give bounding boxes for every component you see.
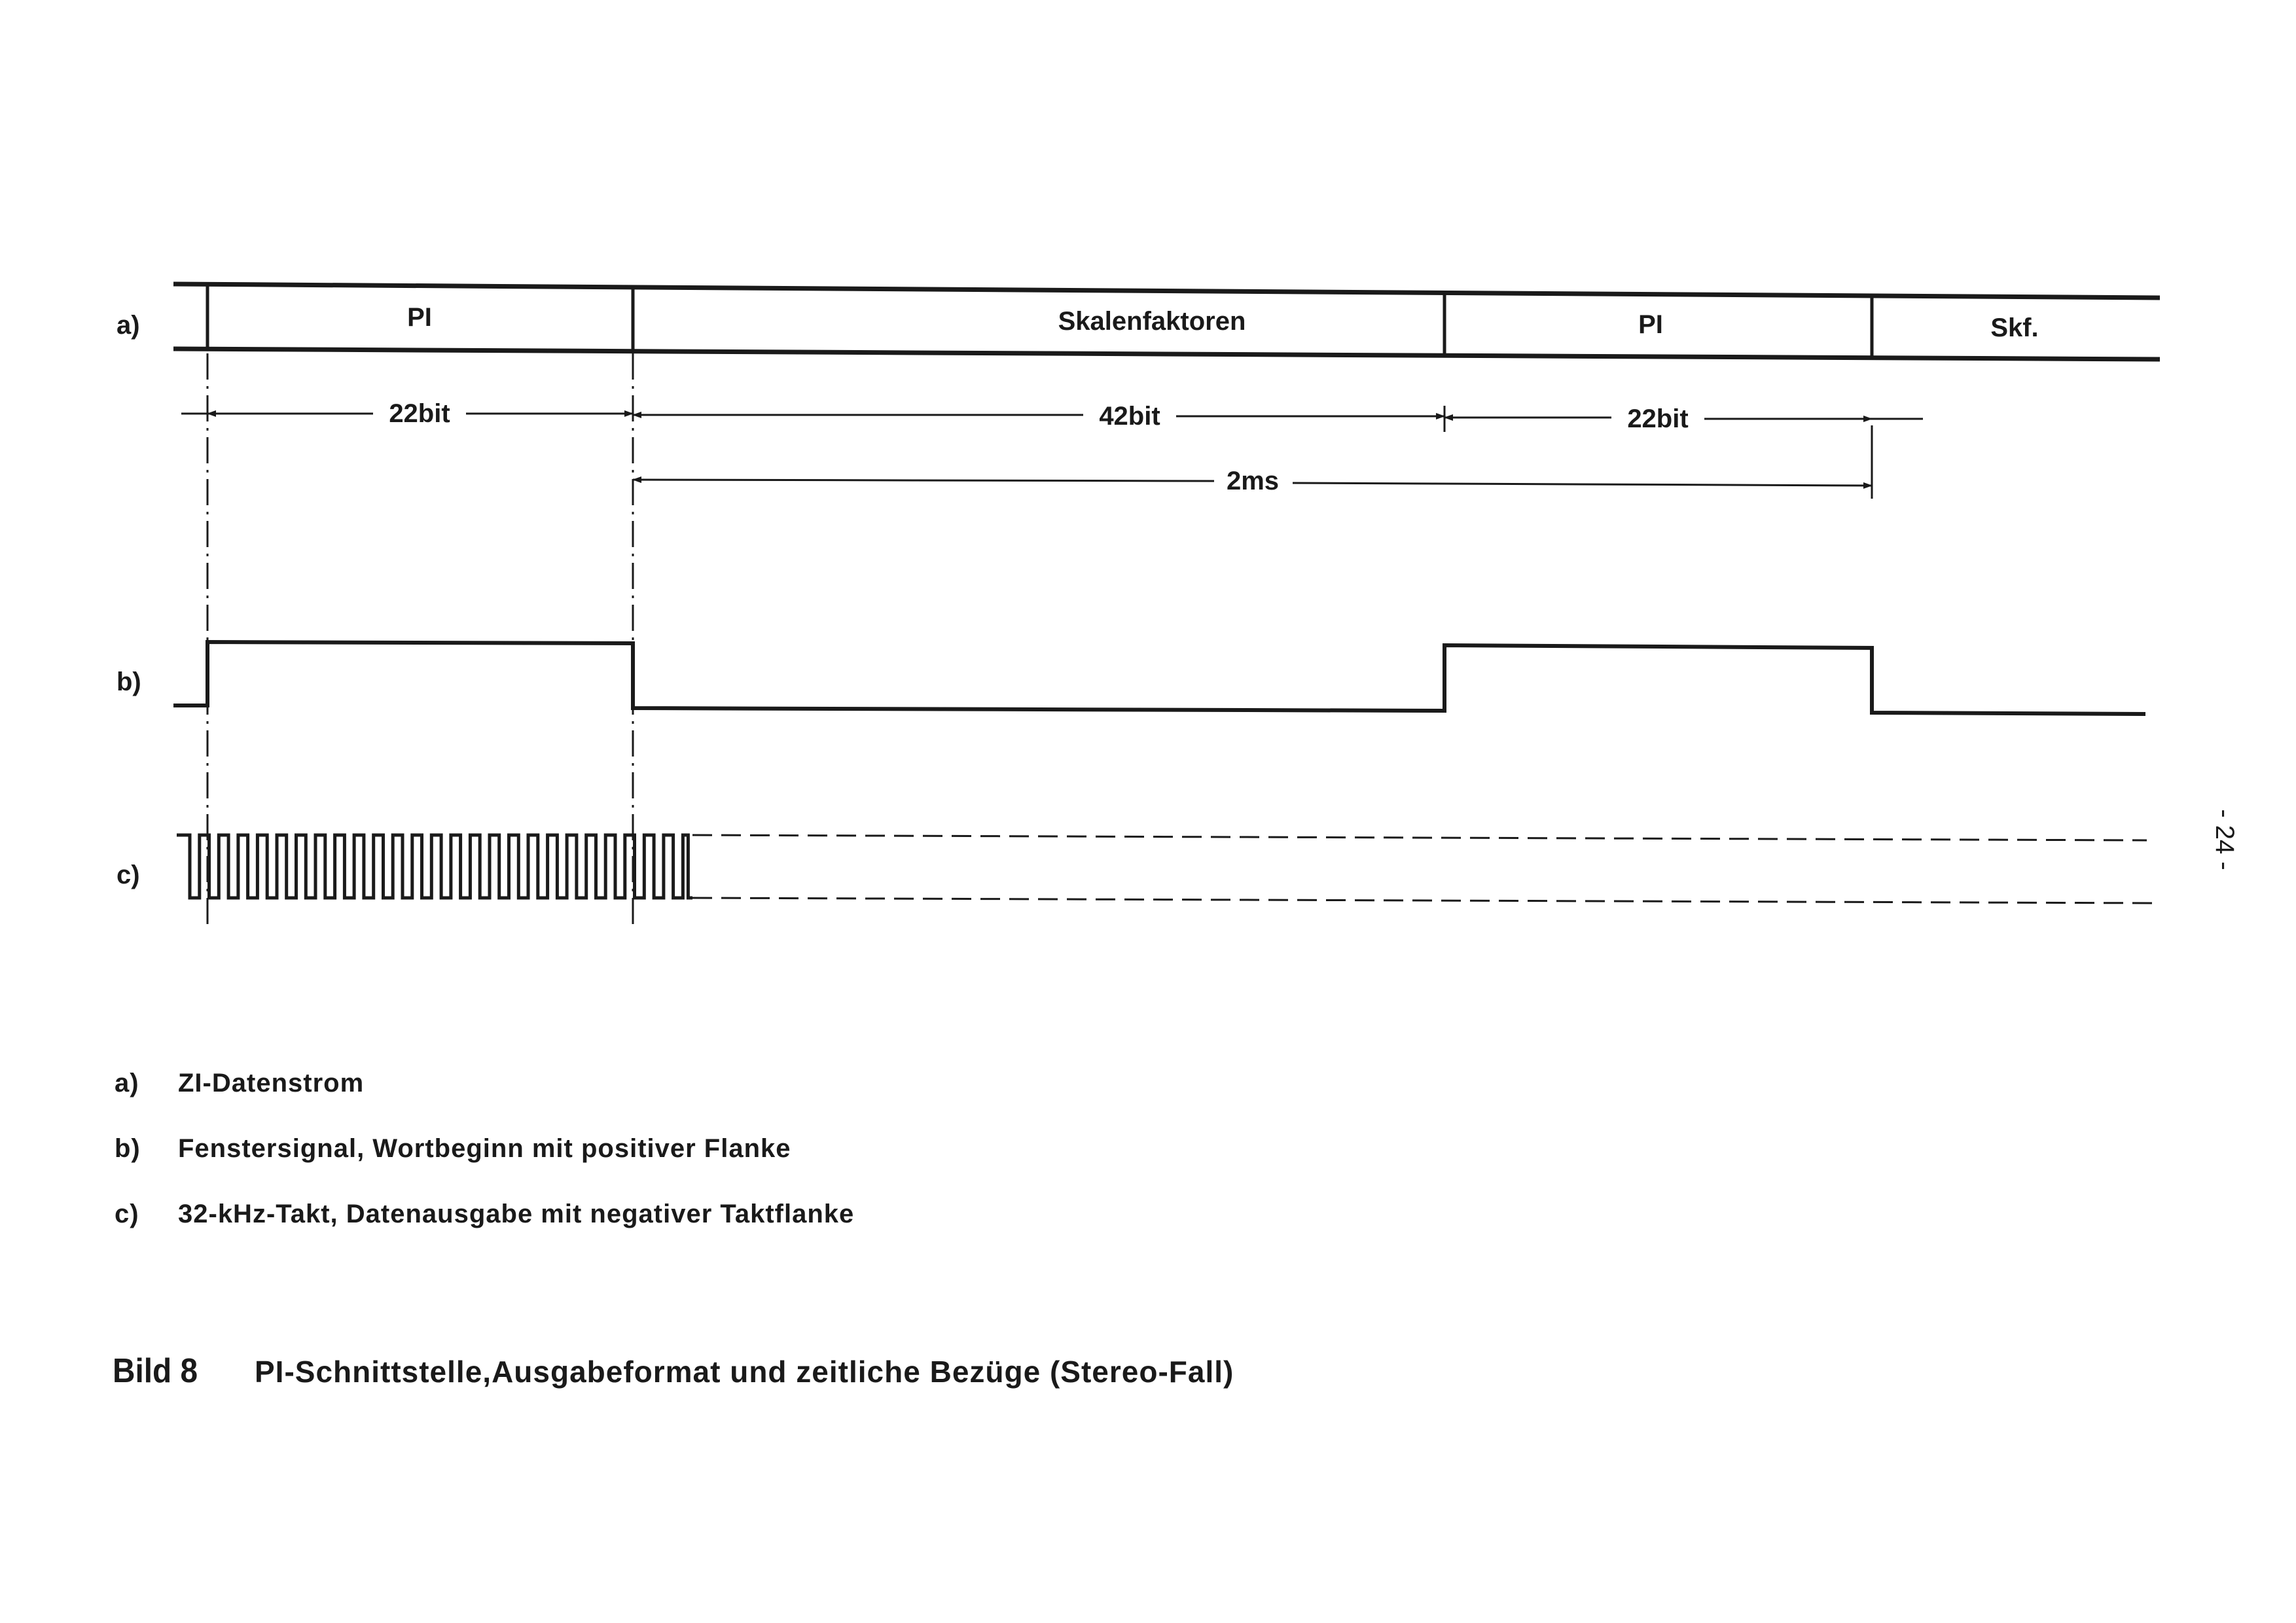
dimension-label-2ms: 2ms xyxy=(1227,467,1279,495)
legend-text-c: 32-kHz-Takt, Datenausgabe mit negativer … xyxy=(178,1200,854,1228)
row-label-b: b) xyxy=(117,668,141,696)
dimension-arrow-2ms xyxy=(1292,482,1873,489)
row-label-a: a) xyxy=(117,311,140,340)
field-label-pi-1: PI xyxy=(407,303,432,332)
dimension-label-42bit: 42bit xyxy=(1099,402,1160,431)
dimension-label-22bit-1: 22bit xyxy=(389,399,450,428)
dimension-label-22bit-2: 22bit xyxy=(1627,404,1688,433)
figure-caption: PI-Schnittstelle,Ausgabeformat und zeitl… xyxy=(255,1355,1234,1389)
data-stream-top-line xyxy=(173,281,2161,300)
field-label-pi-2: PI xyxy=(1638,310,1663,339)
clock-signal-waveform xyxy=(177,833,692,900)
page-number: - 24 - xyxy=(2210,809,2239,870)
clock-continuation-dashed-high xyxy=(692,834,2147,842)
legend-key-a: a) xyxy=(115,1069,139,1097)
figure-label: Bild 8 xyxy=(113,1352,198,1390)
field-label-scale-factors: Skalenfaktoren xyxy=(1058,307,1246,336)
row-label-c: c) xyxy=(117,861,140,889)
legend-key-c: c) xyxy=(115,1200,139,1228)
legend-key-b: b) xyxy=(115,1134,141,1163)
legend-text-a: ZI-Datenstrom xyxy=(178,1069,364,1097)
data-stream-bottom-line xyxy=(173,346,2161,362)
window-signal-waveform xyxy=(173,639,2146,716)
field-label-skf: Skf. xyxy=(1990,313,2038,342)
clock-continuation-dashed-low xyxy=(692,897,2161,904)
dimension-arrow-2ms xyxy=(632,476,1215,484)
legend-text-b: Fenstersignal, Wortbeginn mit positiver … xyxy=(178,1134,791,1163)
